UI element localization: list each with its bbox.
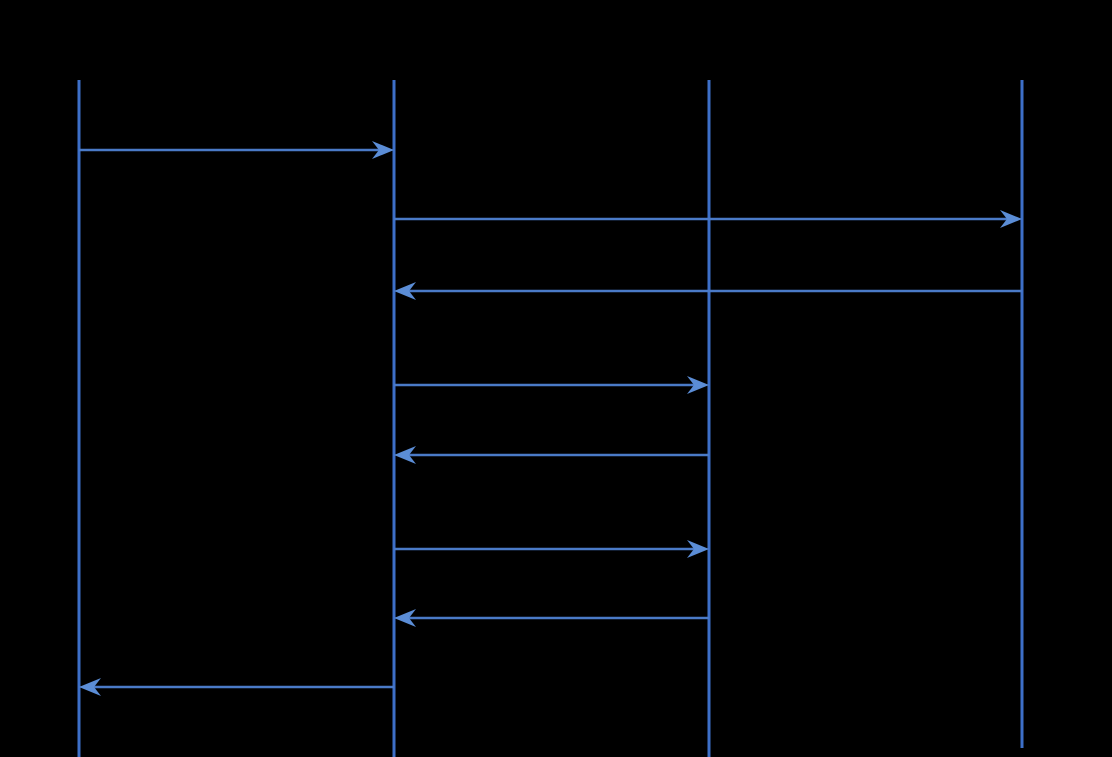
message-arrowhead [394,609,416,627]
message-arrowhead [79,678,101,696]
message-m4[interactable] [394,376,709,394]
message-arrowhead [687,376,709,394]
message-m1[interactable] [79,141,394,159]
message-m7[interactable] [394,609,709,627]
message-arrowhead [687,540,709,558]
message-m2[interactable] [394,210,1022,228]
message-m8[interactable] [79,678,394,696]
messages-group [79,141,1022,696]
lifelines-group [77,80,1024,757]
message-m5[interactable] [394,446,709,464]
message-arrowhead [394,446,416,464]
message-arrowhead [372,141,394,159]
message-m3[interactable] [394,282,1022,300]
message-arrowhead [394,282,416,300]
message-m6[interactable] [394,540,709,558]
message-arrowhead [1000,210,1022,228]
